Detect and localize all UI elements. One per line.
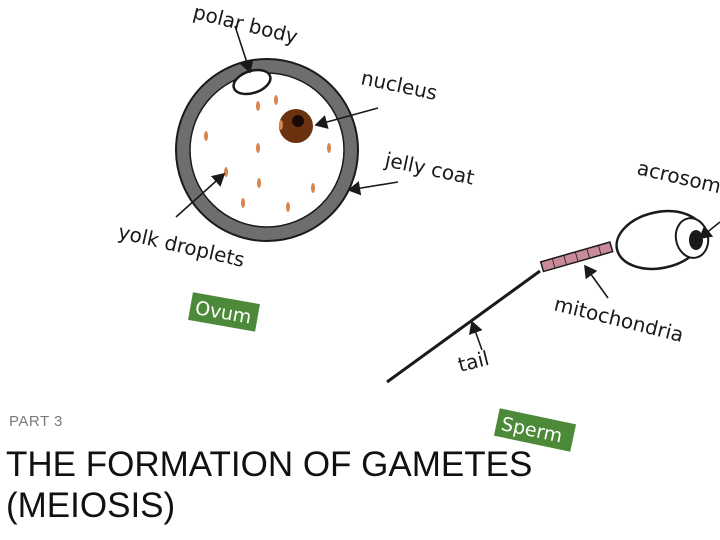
part-label: PART 3 [9, 413, 63, 430]
mitochondria-label: mitochondria [552, 292, 686, 347]
yolk-droplet [279, 120, 283, 130]
tail-pointer [468, 320, 483, 351]
nucleolus [292, 115, 304, 127]
acrosome-pointer [698, 221, 720, 239]
ovum-pointers [175, 25, 399, 218]
sperm [386, 209, 710, 384]
jelly-coat-label: jelly coat [382, 147, 477, 190]
slide-title-line-1: THE FORMATION OF GAMETES [6, 445, 533, 484]
yolk-droplet [274, 95, 278, 105]
ovum [175, 58, 359, 242]
yolk-droplet [286, 202, 290, 212]
ovum-tag-bg [188, 292, 260, 332]
mitochondria-pointer [584, 264, 609, 299]
tail-label: tail [455, 346, 491, 377]
jelly-coat-pointer [347, 181, 399, 196]
yolk-droplet [327, 143, 331, 153]
yolk-droplet [256, 101, 260, 111]
yolk-droplet [311, 183, 315, 193]
yolk-droplets [204, 95, 331, 212]
yolk-droplet [204, 131, 208, 141]
polar-body-pointer [234, 25, 254, 74]
sperm-tag-bg [493, 408, 577, 452]
sperm-tail [386, 269, 541, 384]
ovum-tag: Ovum [188, 292, 260, 332]
sperm-pointers [468, 221, 720, 351]
slide-title-line-2: (MEIOSIS) [6, 486, 176, 525]
yolk-droplets-pointer [175, 172, 226, 218]
nucleus-label: nucleus [359, 65, 440, 105]
nucleus-pointer [314, 107, 379, 129]
yolk-droplet [241, 198, 245, 208]
acrosome-label: acrosome [635, 155, 720, 200]
sperm-midpiece [539, 241, 614, 273]
sperm-nucleus [689, 230, 703, 250]
yolk-droplet [256, 143, 260, 153]
ovum-cytoplasm [189, 72, 345, 228]
polar-body-label: polar body [191, 0, 301, 49]
slide-title: THE FORMATION OF GAMETES (MEIOSIS) [6, 444, 646, 526]
yolk-droplet [224, 167, 228, 177]
yolk-droplet [257, 178, 261, 188]
